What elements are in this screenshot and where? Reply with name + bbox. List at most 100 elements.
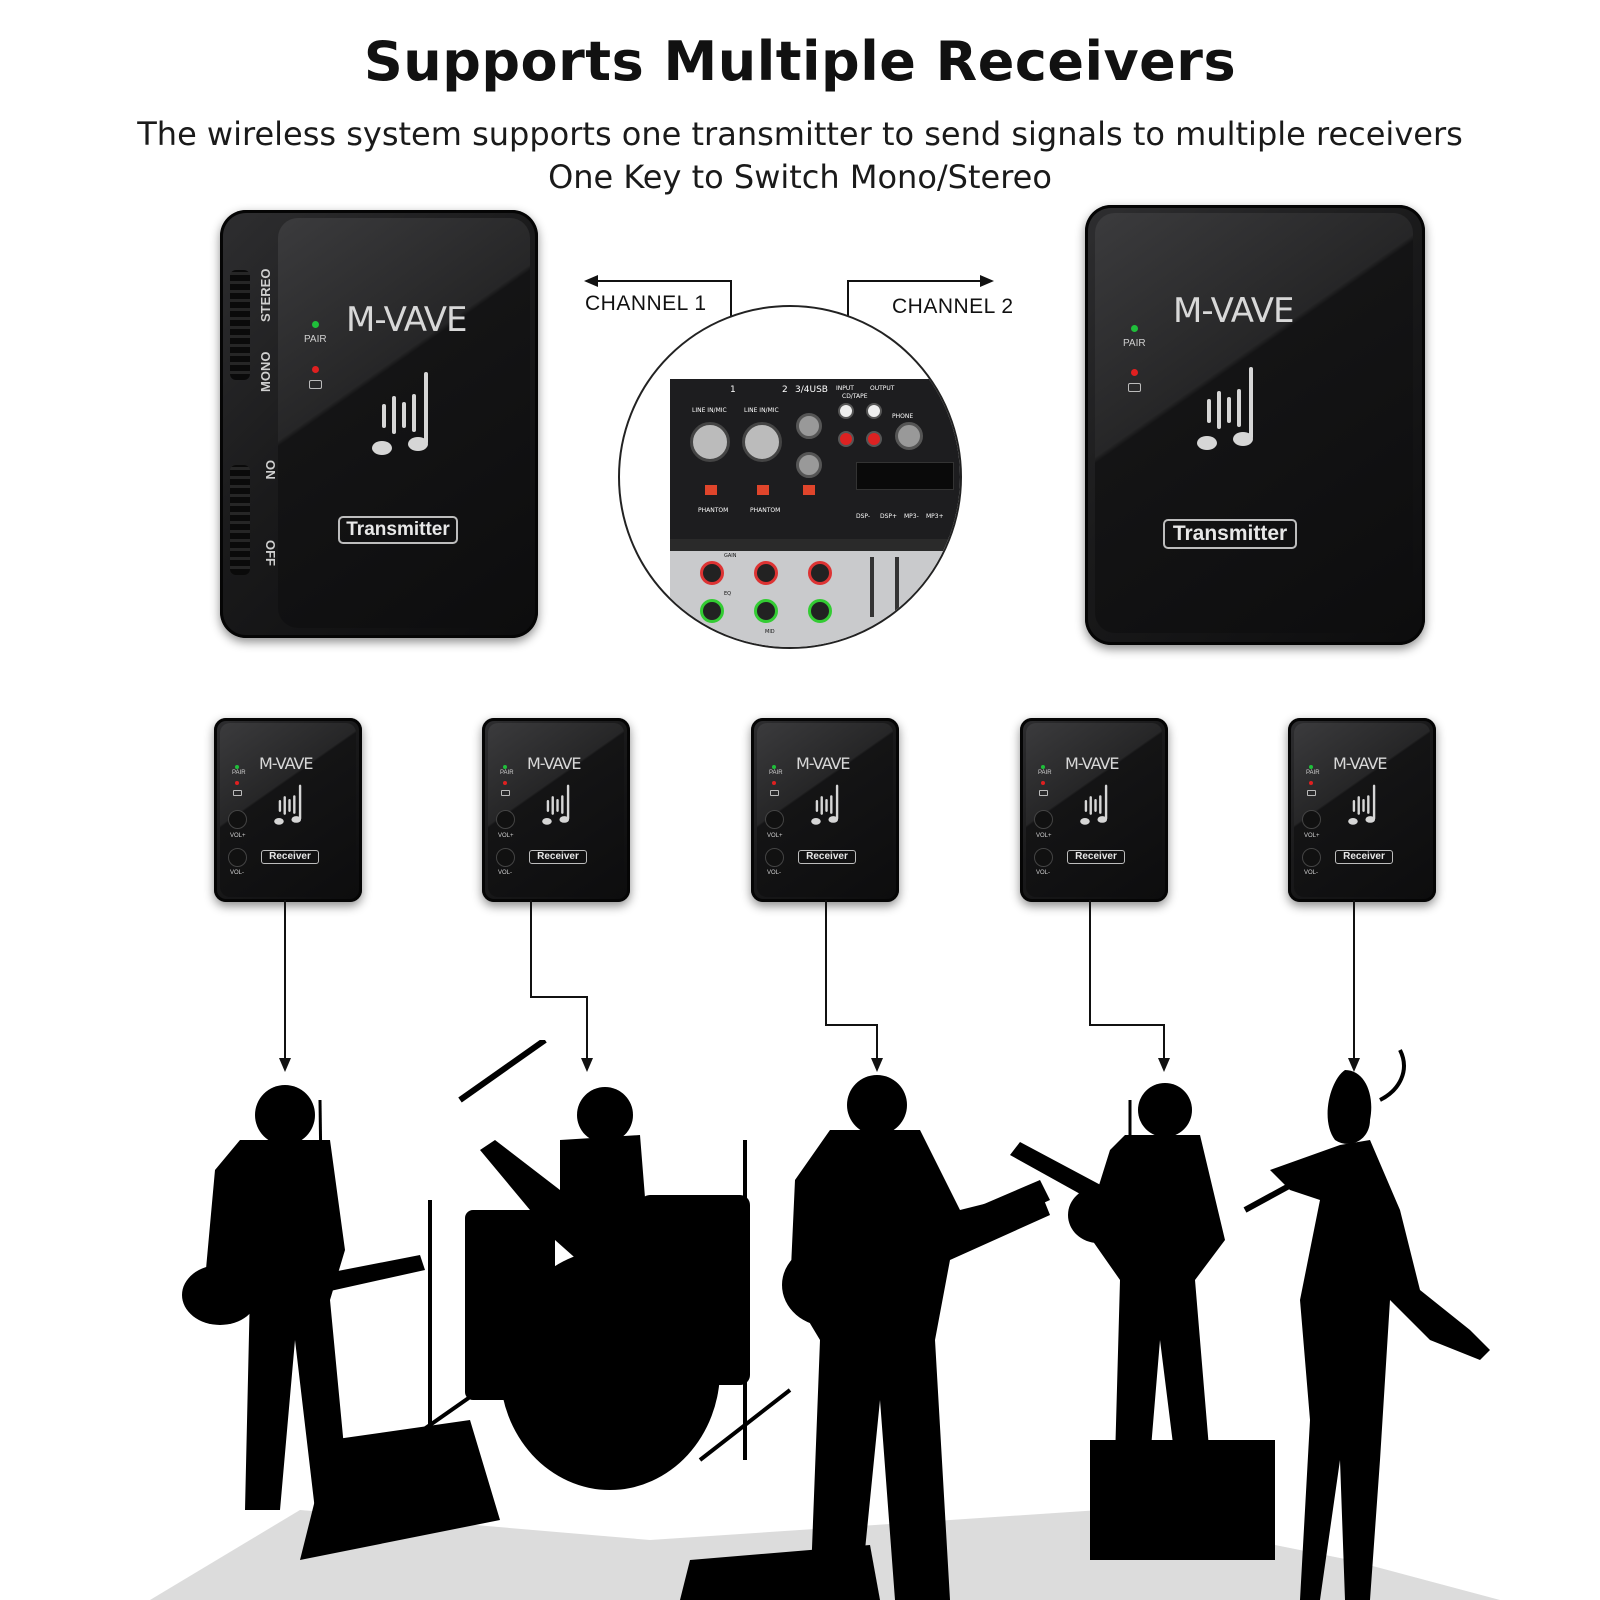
rca-red-1 (838, 431, 854, 447)
rca-white-1 (838, 403, 854, 419)
vol-down-button[interactable] (496, 848, 515, 867)
knob-eq-1 (700, 599, 724, 623)
brand-logo: M-VAVE (1173, 291, 1295, 331)
vol-up-button[interactable] (496, 810, 515, 829)
vol-down-button[interactable] (1302, 848, 1321, 867)
vol-up-label: VOL+ (498, 833, 514, 839)
fader-track (895, 557, 899, 617)
mixer-line-in-2: LINE IN/MIC (744, 407, 779, 414)
pair-led (772, 765, 776, 769)
rca-white-2 (866, 403, 882, 419)
pair-label: PAIR (500, 770, 514, 776)
mixer-output: OUTPUT (870, 385, 895, 392)
mixer-dsp-minus: DSP- (856, 513, 871, 520)
drummer-silhouette (300, 1040, 792, 1560)
vol-up-label: VOL+ (767, 833, 783, 839)
vol-down-label: VOL- (230, 870, 245, 876)
music-note-icon (1348, 784, 1376, 825)
music-note-icon (274, 784, 302, 825)
band-silhouette (150, 1040, 1500, 1600)
usb-btn (803, 485, 815, 495)
brand-logo: M-VAVE (259, 754, 314, 773)
vol-up-label: VOL+ (1304, 833, 1320, 839)
xlr-jack-2 (742, 422, 782, 462)
mixer-dsp-plus: DSP+ (880, 513, 898, 520)
brand-logo: M-VAVE (1333, 754, 1388, 773)
battery-icon (1307, 790, 1316, 796)
vol-down-button[interactable] (228, 848, 247, 867)
battery-led (772, 781, 776, 785)
mixer-usb: 3/4USB (795, 385, 828, 395)
battery-icon (770, 790, 779, 796)
pair-label: PAIR (304, 334, 327, 345)
battery-led (1309, 781, 1313, 785)
guitarist-2-silhouette (680, 1075, 1050, 1600)
phantom-btn-1 (705, 485, 717, 495)
vol-down-label: VOL- (1304, 870, 1319, 876)
display-screen (856, 462, 954, 490)
mixer-ch2: 2 (782, 385, 788, 395)
transmitter-left: STEREO MONO ON OFF PAIR M-VAVE Transmitt… (220, 210, 538, 638)
vol-down-label: VOL- (1036, 870, 1051, 876)
music-note-icon (372, 372, 428, 455)
pair-label: PAIR (1123, 338, 1146, 349)
battery-led (503, 781, 507, 785)
mixer-ch1: 1 (730, 385, 736, 395)
fader-track (870, 557, 874, 617)
guitarist-1-silhouette (182, 1085, 425, 1510)
mixer-mp3-plus: MP3+ (926, 513, 944, 520)
mixer-cd-tape: CD/TAPE (842, 393, 868, 400)
knob-gain-2 (754, 561, 778, 585)
on-label: ON (263, 460, 278, 480)
mixer-phantom-1: PHANTOM (698, 507, 729, 514)
knob-gain-3 (808, 561, 832, 585)
vol-up-button[interactable] (228, 810, 247, 829)
mixer-closeup: 1 2 3/4USB LINE IN/MIC LINE IN/MIC INPUT… (618, 305, 962, 649)
brand-logo: M-VAVE (527, 754, 582, 773)
pair-label: PAIR (1038, 770, 1052, 776)
vol-up-button[interactable] (765, 810, 784, 829)
brand-logo: M-VAVE (1065, 754, 1120, 773)
transmitter-tag: Transmitter (338, 516, 458, 544)
vol-down-label: VOL- (498, 870, 513, 876)
channel-1-label: CHANNEL 1 (585, 292, 707, 315)
music-note-icon (542, 784, 570, 825)
receiver-tag: Receiver (529, 850, 587, 864)
xlr-jack-1 (690, 422, 730, 462)
mixer-phone: PHONE (892, 413, 914, 420)
phantom-btn-2 (757, 485, 769, 495)
subtitle-line-2: One Key to Switch Mono/Stereo (548, 158, 1052, 196)
mixer-mp3-minus: MP3- (904, 513, 919, 520)
vol-up-button[interactable] (1302, 810, 1321, 829)
vol-up-button[interactable] (1034, 810, 1053, 829)
knob-eq-3 (808, 599, 832, 623)
receiver-connectors (279, 900, 1360, 1072)
receiver-tag: Receiver (261, 850, 319, 864)
pair-led (1041, 765, 1045, 769)
battery-led (235, 781, 239, 785)
knob-eq-2 (754, 599, 778, 623)
vol-down-button[interactable] (765, 848, 784, 867)
channel-2-label: CHANNEL 2 (892, 295, 1014, 318)
battery-led (1041, 781, 1045, 785)
transmitter-right: PAIR M-VAVE Transmitter (1085, 205, 1425, 645)
mixer-input: INPUT (836, 385, 854, 392)
vol-down-button[interactable] (1034, 848, 1053, 867)
vol-down-label: VOL- (767, 870, 782, 876)
brand-logo: M-VAVE (346, 300, 468, 340)
mono-stereo-switch (230, 270, 250, 380)
pair-label: PAIR (769, 770, 783, 776)
transmitter-tag: Transmitter (1163, 519, 1297, 549)
mixer-phantom-2: PHANTOM (750, 507, 781, 514)
singer-silhouette (1243, 1049, 1490, 1600)
phone-jack (895, 422, 923, 450)
music-note-icon (1197, 367, 1253, 450)
mixer-eq: EQ (724, 591, 732, 597)
pair-led (1309, 765, 1313, 769)
battery-icon (309, 380, 322, 389)
receiver-tag: Receiver (798, 850, 856, 864)
battery-icon (501, 790, 510, 796)
